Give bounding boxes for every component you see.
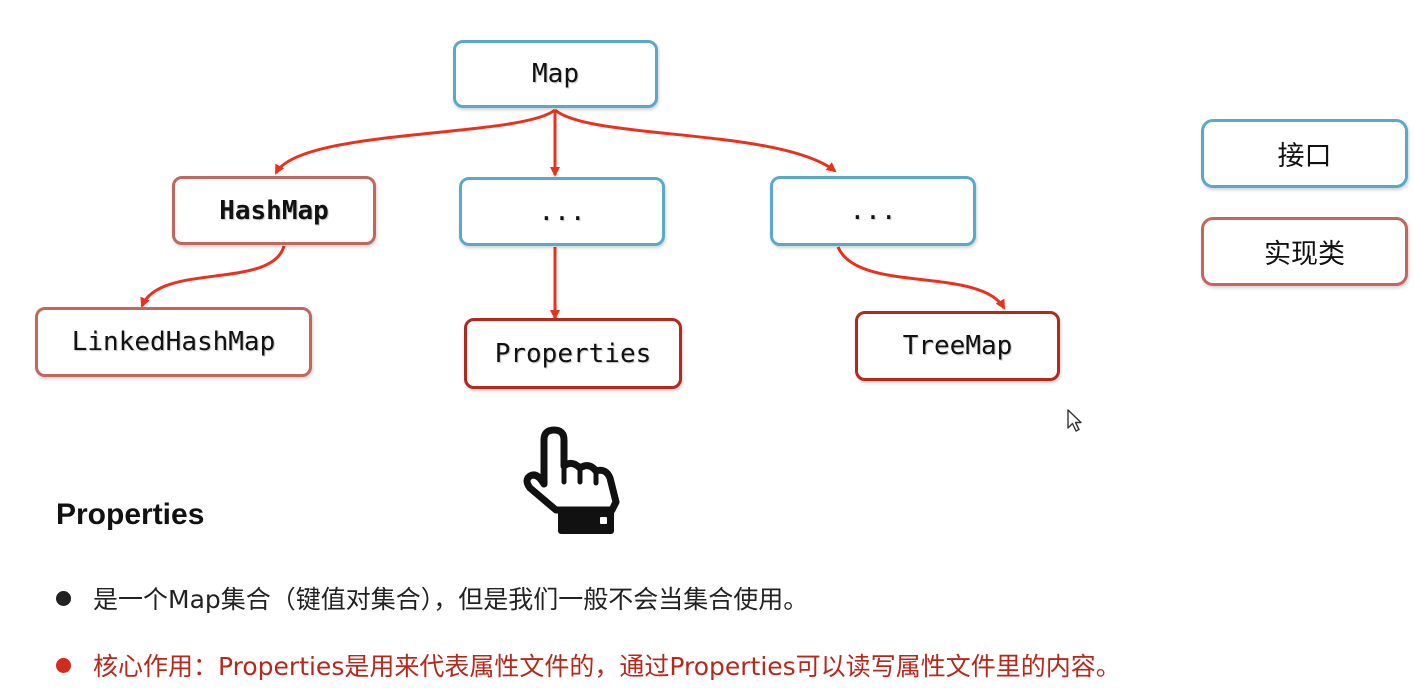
node-map: Map (453, 40, 658, 108)
bullet-item-highlight: 核心作用：Properties是用来代表属性文件的，通过Properties可以… (56, 647, 1121, 683)
node-properties: Properties (464, 318, 682, 389)
legend-interface: 接口 (1201, 119, 1408, 188)
bullet-dot-icon (56, 657, 71, 673)
node-ellipsis-2: ... (770, 176, 976, 246)
node-linkedhashmap: LinkedHashMap (35, 307, 312, 377)
bullet-dot-icon (56, 590, 71, 606)
node-hashmap: HashMap (172, 176, 376, 245)
pointing-hand-icon (523, 426, 620, 534)
bullet-text: 核心作用：Properties是用来代表属性文件的，通过Properties可以… (93, 652, 1121, 681)
edge-map-hashmap (274, 108, 556, 175)
bullet-item: 是一个Map集合（键值对集合），但是我们一般不会当集合使用。 (56, 580, 808, 616)
edge-ellipsis-2-treemap (836, 246, 1006, 310)
node-ellipsis-1: ... (459, 177, 665, 246)
section-title: Properties (56, 498, 205, 531)
legend-implementation: 实现类 (1201, 217, 1408, 286)
edge-map-ellipsis-2 (554, 108, 837, 173)
edge-hashmap-linkedhashmap (140, 245, 286, 308)
bullet-text: 是一个Map集合（键值对集合），但是我们一般不会当集合使用。 (93, 585, 809, 614)
node-treemap: TreeMap (855, 311, 1060, 381)
mouse-cursor-icon (1067, 409, 1082, 432)
